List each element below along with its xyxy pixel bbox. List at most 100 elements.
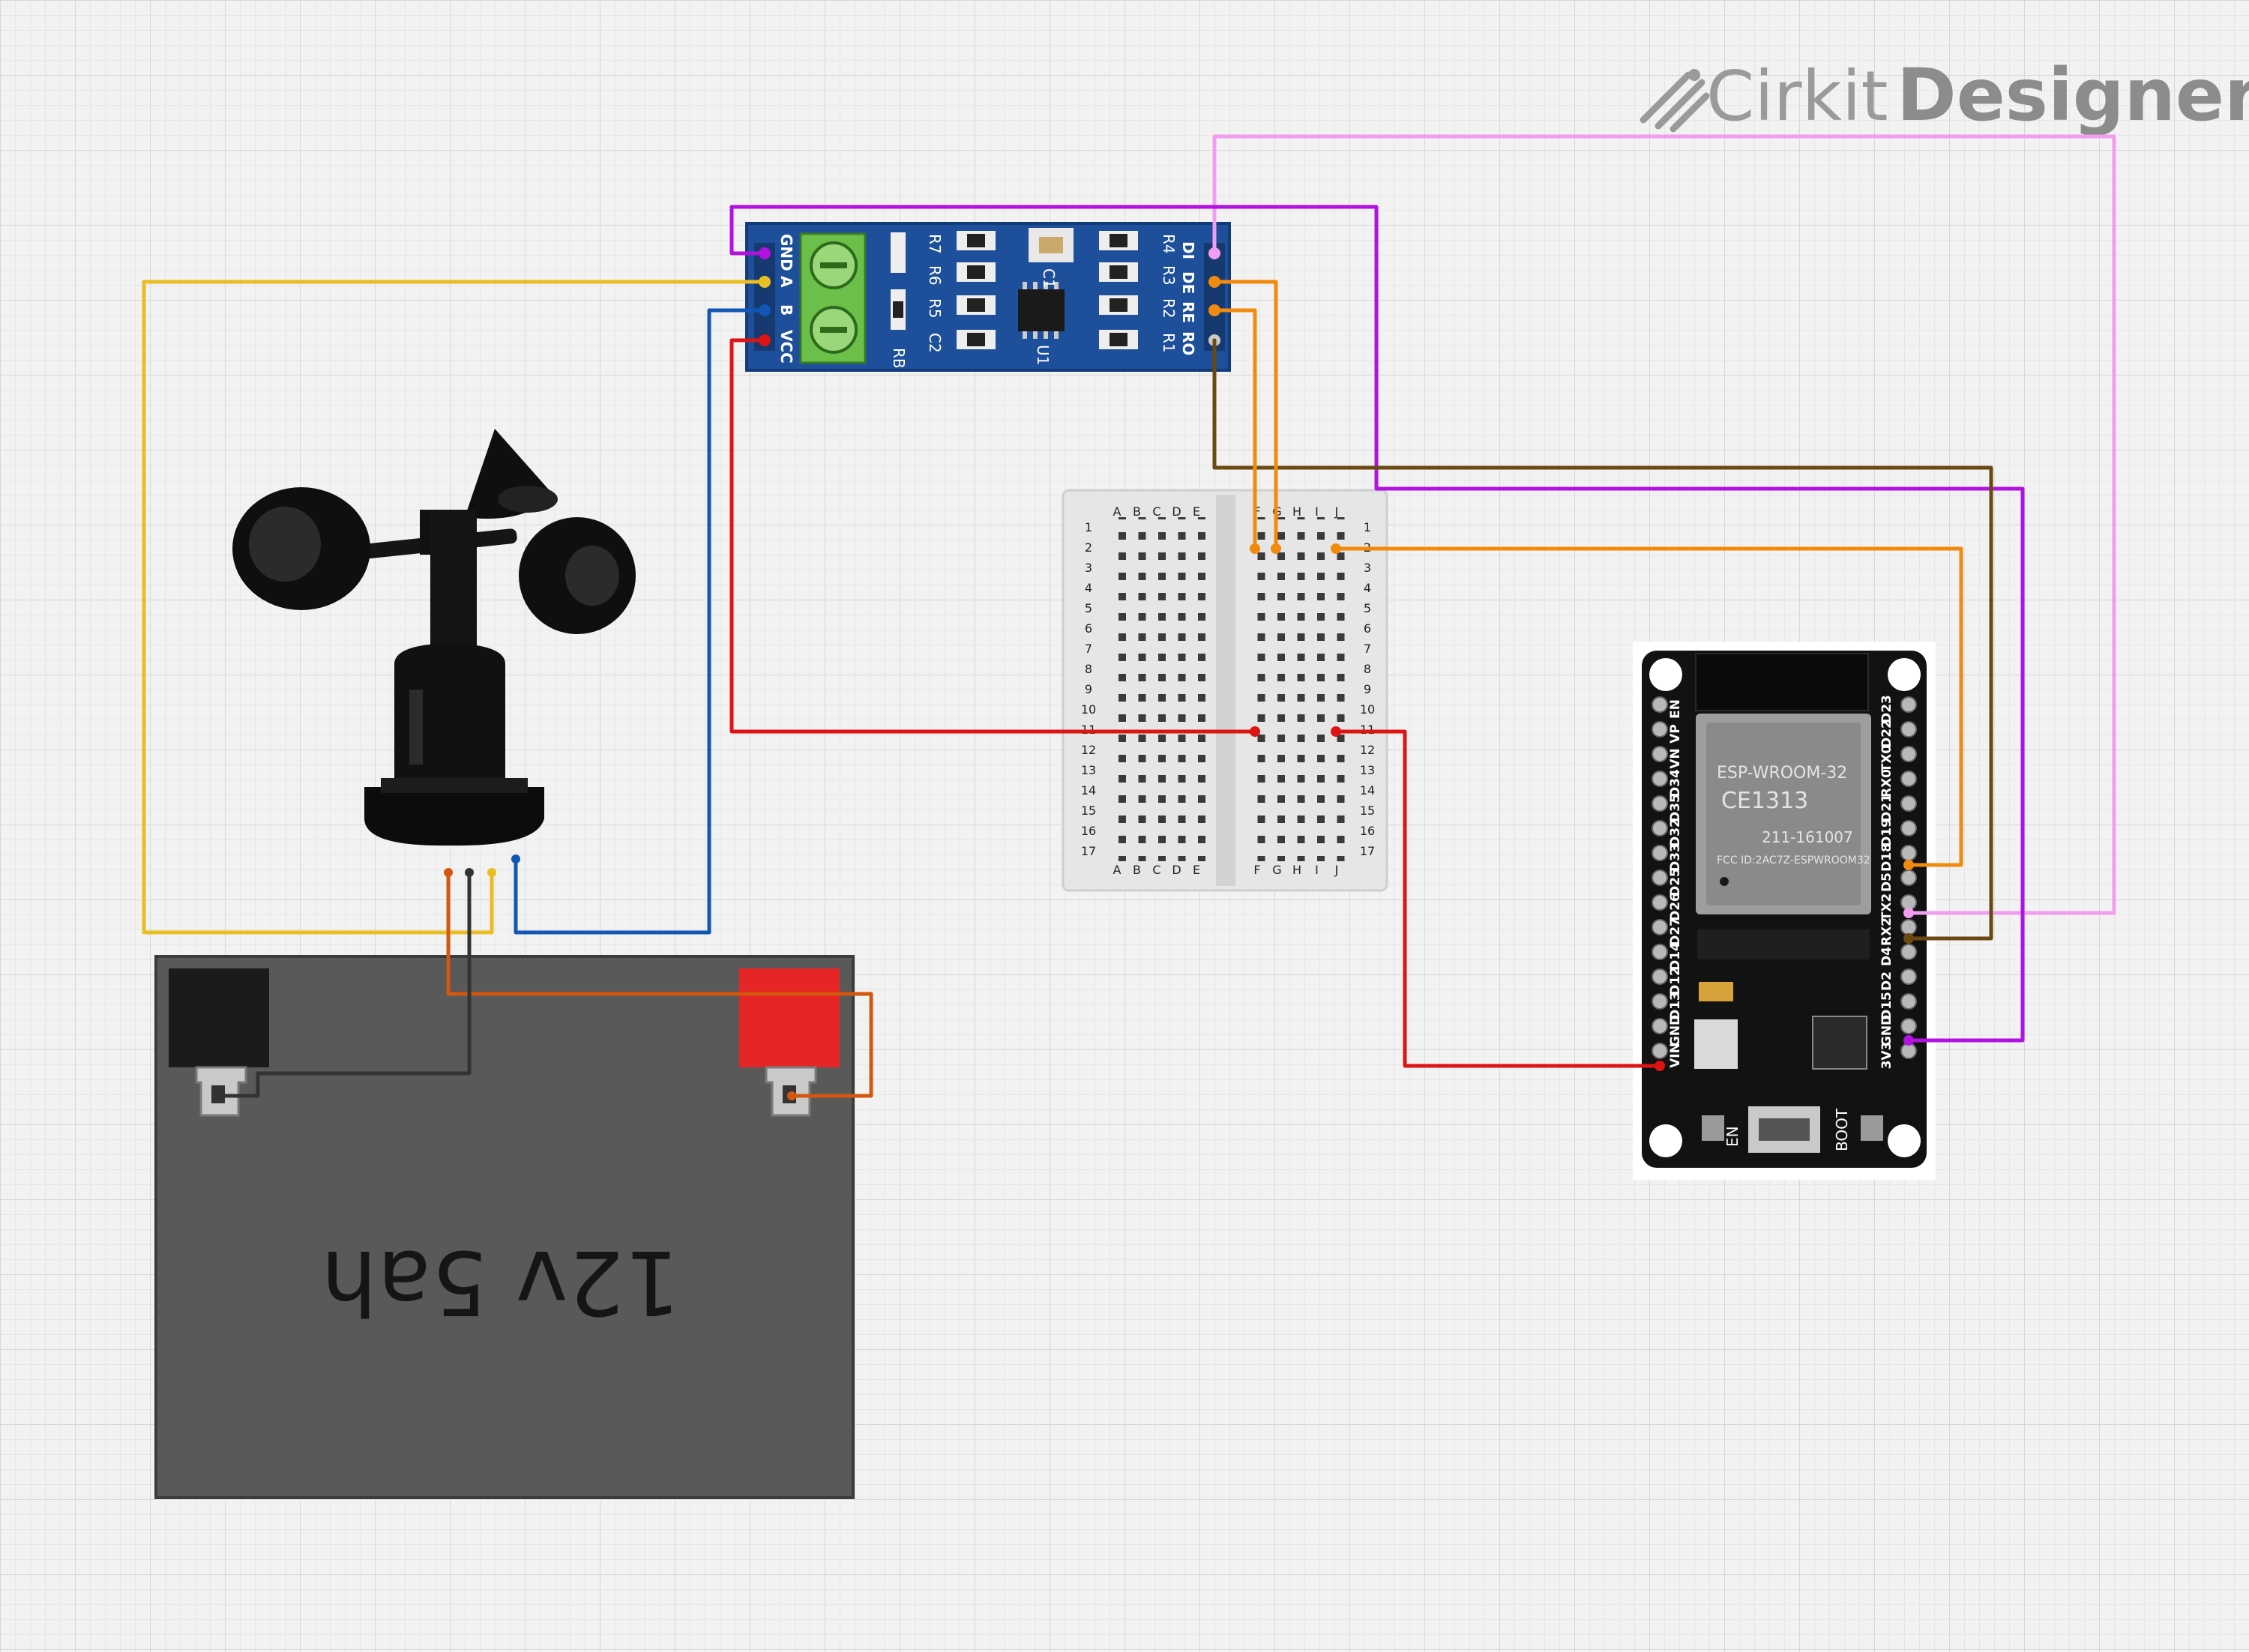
- battery-negative-cap: [169, 968, 269, 1067]
- wire-pink-di[interactable]: [1212, 134, 2116, 915]
- anemometer[interactable]: [232, 429, 636, 846]
- breadboard-row-label-left: 2: [1085, 540, 1092, 555]
- esp32-pin-left-d27[interactable]: [1652, 919, 1668, 935]
- wire-blue-b[interactable]: [514, 308, 767, 935]
- esp32-pin-left-vp[interactable]: [1652, 721, 1668, 738]
- wire-black-battery-negative[interactable]: [218, 870, 472, 1098]
- esp32-pin-left-vin[interactable]: [1652, 1043, 1668, 1059]
- esp32-devkit[interactable]: ESP-WROOM-32 CE1313 211-161007 FCC ID:2A…: [1633, 642, 1936, 1180]
- wire-orange-de[interactable]: [1212, 280, 1278, 551]
- breadboard-row-label-left: 6: [1085, 621, 1092, 636]
- esp32-pin-right-d23[interactable]: [1900, 696, 1917, 713]
- esp32-button-en-label: EN: [1723, 1126, 1741, 1147]
- wire-endpoints: [216, 543, 1914, 1100]
- esp32-pin-left-d34[interactable]: [1652, 771, 1668, 787]
- wire-orange-re[interactable]: [1212, 308, 1257, 551]
- esp32-pin-left-d33[interactable]: [1652, 845, 1668, 861]
- esp32-pin-label-left: D14: [1668, 942, 1683, 971]
- battery-body: [154, 955, 855, 1499]
- esp32-pin-right-d21[interactable]: [1900, 795, 1917, 812]
- breadboard-col-label-top: I: [1315, 504, 1319, 519]
- wire-purple-gnd[interactable]: [729, 205, 2025, 1043]
- esp32-pin-label-right: D19: [1879, 819, 1894, 847]
- wire-darkorange-battery-positive[interactable]: [446, 870, 873, 1098]
- esp32-pin-label-left: VN: [1668, 748, 1683, 768]
- esp32-pin-left-vn[interactable]: [1652, 746, 1668, 762]
- esp32-pin-label-right: D2: [1879, 971, 1894, 991]
- esp32-pin-label-left: D32: [1668, 819, 1683, 847]
- esp32-pin-label-right: D23: [1879, 695, 1894, 723]
- breadboard-row-label-right: 9: [1364, 682, 1371, 696]
- breadboard-col-label-bottom: J: [1334, 863, 1339, 877]
- esp32-pin-left-d26[interactable]: [1652, 894, 1668, 911]
- esp32-antenna: [1695, 653, 1869, 711]
- esp32-pin-label-right: GND: [1879, 1015, 1894, 1046]
- wires: [142, 134, 2116, 1098]
- breadboard-row-label-right: 6: [1364, 621, 1371, 636]
- esp32-pin-left-d35[interactable]: [1652, 795, 1668, 812]
- esp32-pin-left-d13[interactable]: [1652, 993, 1668, 1010]
- breadboard-row-label-left: 10: [1081, 702, 1096, 717]
- logo-text-bold: Designer: [1897, 53, 2249, 137]
- esp32-pin-left-d25[interactable]: [1652, 869, 1668, 886]
- esp32-pin-left-d32[interactable]: [1652, 820, 1668, 836]
- breadboard-col-label-bottom: D: [1172, 863, 1181, 877]
- battery-label: 12v 5ah: [321, 1231, 681, 1334]
- breadboard-holes-right: [1247, 517, 1347, 861]
- esp32-pin-left-en[interactable]: [1652, 696, 1668, 713]
- breadboard-row-label-left: 4: [1085, 581, 1092, 595]
- esp32-pin-label-right: RX0: [1879, 769, 1894, 798]
- esp32-pin-label-left: D35: [1668, 794, 1683, 822]
- esp32-pin-label-right: TX0: [1879, 745, 1894, 773]
- esp32-pin-right-d19[interactable]: [1900, 820, 1917, 836]
- esp32-pin-label-right: D15: [1879, 992, 1894, 1020]
- breadboard-row-label-right: 3: [1364, 561, 1371, 575]
- esp32-pin-right-rx0[interactable]: [1900, 771, 1917, 787]
- breadboard-col-label-bottom: B: [1133, 863, 1141, 877]
- esp32-pin-label-right: D18: [1879, 843, 1894, 872]
- esp32-pin-right-d4[interactable]: [1900, 944, 1917, 960]
- rs485-label-r3: R3: [1160, 265, 1178, 286]
- breadboard-col-label-top: A: [1113, 504, 1122, 519]
- esp32-pin-right-rx2[interactable]: [1900, 919, 1917, 935]
- esp32-pin-left-d14[interactable]: [1652, 944, 1668, 960]
- wire-yellow-a[interactable]: [142, 280, 767, 935]
- esp32-pin-label-left: D13: [1668, 992, 1683, 1020]
- breadboard-row-label-right: 14: [1360, 783, 1375, 798]
- breadboard-row-label-right: 16: [1360, 824, 1375, 838]
- wire-red-vin[interactable]: [1334, 729, 1662, 1068]
- rs485-label-rb: RB: [890, 348, 908, 369]
- rs485-label-r5: R5: [926, 298, 944, 319]
- esp32-pin-right-d2[interactable]: [1900, 968, 1917, 985]
- esp32-pin-left-gnd[interactable]: [1652, 1018, 1668, 1034]
- breadboard-row-label-right: 13: [1360, 763, 1375, 777]
- wire-orange-d18[interactable]: [1334, 546, 1963, 867]
- esp32-pin-label-left: GND: [1668, 1015, 1683, 1046]
- esp32-pin-right-d5[interactable]: [1900, 869, 1917, 886]
- esp32-fcc-id: FCC ID:2AC7Z-ESPWROOM32: [1717, 854, 1870, 866]
- breadboard-col-label-top: D: [1172, 504, 1181, 519]
- breadboard-col-label-top: C: [1152, 504, 1160, 519]
- breadboard-row-label-right: 4: [1364, 581, 1371, 595]
- wire-brown-ro[interactable]: [1212, 338, 1993, 941]
- breadboard-row-label-left: 16: [1081, 824, 1096, 838]
- esp32-pin-right-d15[interactable]: [1900, 993, 1917, 1010]
- esp32-button-boot-label: BOOT: [1833, 1108, 1851, 1151]
- esp32-pin-left-d12[interactable]: [1652, 968, 1668, 985]
- breadboard-row-label-left: 5: [1085, 601, 1092, 615]
- esp32-pin-right-tx0[interactable]: [1900, 746, 1917, 762]
- breadboard-row-label-right: 1: [1364, 520, 1371, 534]
- breadboard-row-label-right: 15: [1360, 804, 1375, 818]
- esp32-pin-right-d18[interactable]: [1900, 845, 1917, 861]
- breadboard-row-label-right: 5: [1364, 601, 1371, 615]
- rs485-label-r4: R4: [1160, 234, 1178, 254]
- logo-text-light: Cirkit: [1706, 56, 1888, 136]
- breadboard-row-label-right: 8: [1364, 662, 1371, 676]
- esp32-pin-right-gnd[interactable]: [1900, 1018, 1917, 1034]
- rs485-module[interactable]: R7 R6 R5 C2 R4 R3 R2 R1 C1 U1 RB GND A B…: [745, 222, 1231, 372]
- battery-12v[interactable]: 12v 5ah: [154, 955, 855, 1499]
- esp32-pin-right-d22[interactable]: [1900, 721, 1917, 738]
- wire-red-vcc[interactable]: [729, 338, 1257, 734]
